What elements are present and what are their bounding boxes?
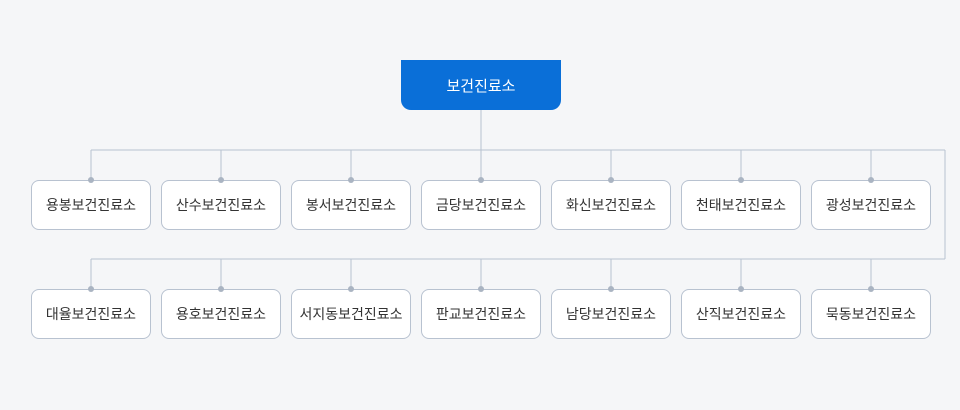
connector-dot xyxy=(218,177,224,183)
clinic-node-label: 용호보건진료소 xyxy=(175,307,267,323)
connector-dot xyxy=(348,286,354,292)
clinic-node-label: 판교보건진료소 xyxy=(435,307,527,323)
clinic-node-namdang[interactable]: 남당보건진료소 xyxy=(551,289,671,339)
connector-dot xyxy=(88,177,94,183)
clinic-node-label: 서지동보건진료소 xyxy=(299,307,403,323)
root-node-label: 보건진료소 xyxy=(446,76,516,95)
clinic-node-sansu[interactable]: 산수보건진료소 xyxy=(161,180,281,230)
connector-dot xyxy=(738,286,744,292)
clinic-node-label: 금당보건진료소 xyxy=(435,198,527,214)
clinic-node-yongbong[interactable]: 용봉보건진료소 xyxy=(31,180,151,230)
clinic-node-yongho[interactable]: 용호보건진료소 xyxy=(161,289,281,339)
clinic-node-bongseo[interactable]: 봉서보건진료소 xyxy=(291,180,411,230)
clinic-node-sanjik[interactable]: 산직보건진료소 xyxy=(681,289,801,339)
clinic-node-label: 남당보건진료소 xyxy=(565,307,657,323)
clinic-node-label: 용봉보건진료소 xyxy=(45,198,137,214)
clinic-node-label: 묵동보건진료소 xyxy=(825,307,917,323)
clinic-node-label: 산직보건진료소 xyxy=(695,307,787,323)
clinic-node-label: 산수보건진료소 xyxy=(175,198,267,214)
connector-dot xyxy=(608,177,614,183)
connector-dot xyxy=(738,177,744,183)
clinic-node-label: 광성보건진료소 xyxy=(825,198,917,214)
clinic-node-cheontae[interactable]: 천태보건진료소 xyxy=(681,180,801,230)
clinic-node-label: 봉서보건진료소 xyxy=(305,198,397,214)
connector-dot xyxy=(218,286,224,292)
connector-dot xyxy=(88,286,94,292)
connector-dot xyxy=(608,286,614,292)
connector-dot xyxy=(348,177,354,183)
connector-dot xyxy=(868,286,874,292)
connector-dot xyxy=(478,286,484,292)
clinic-node-mukdong[interactable]: 묵동보건진료소 xyxy=(811,289,931,339)
connector-dot xyxy=(868,177,874,183)
clinic-node-label: 화신보건진료소 xyxy=(565,198,657,214)
clinic-node-gwangseong[interactable]: 광성보건진료소 xyxy=(811,180,931,230)
clinic-node-pangyo[interactable]: 판교보건진료소 xyxy=(421,289,541,339)
clinic-node-daeyul[interactable]: 대율보건진료소 xyxy=(31,289,151,339)
clinic-node-hwasin[interactable]: 화신보건진료소 xyxy=(551,180,671,230)
root-node[interactable]: 보건진료소 xyxy=(401,60,561,110)
clinic-node-label: 천태보건진료소 xyxy=(695,198,787,214)
clinic-node-seojidong[interactable]: 서지동보건진료소 xyxy=(291,289,411,339)
clinic-node-label: 대율보건진료소 xyxy=(45,307,137,323)
connector-dot xyxy=(478,177,484,183)
clinic-node-geumdang[interactable]: 금당보건진료소 xyxy=(421,180,541,230)
